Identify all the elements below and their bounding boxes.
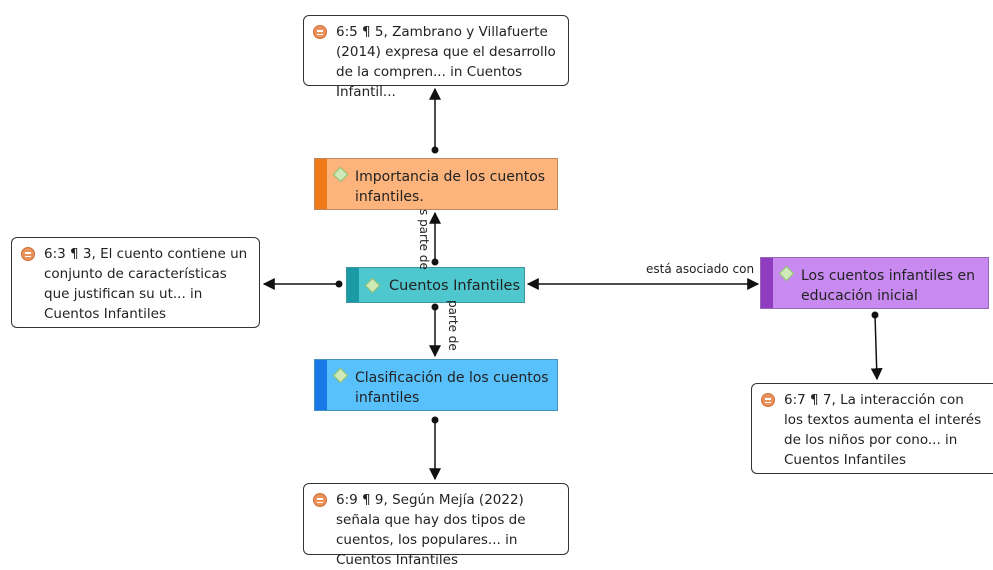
network-view: 6:5 ¶ 5, Zambrano y Villafuerte (2014) e… [11, 15, 993, 568]
quotation-document-icon [761, 393, 775, 407]
edge-dot [431, 416, 439, 424]
edge-dot [335, 280, 343, 288]
quotation-document-icon [313, 493, 327, 507]
quote-node-6-7[interactable]: 6:7 ¶ 7, La interacción con los textos a… [751, 383, 993, 474]
code-node-importancia[interactable]: Importancia de los cuentos infantiles. [314, 158, 558, 210]
edge-dot [431, 303, 439, 311]
code-node-clasificacion[interactable]: Clasificación de los cuentos infantiles [314, 359, 558, 411]
quote-text: 6:7 ¶ 7, La interacción con los textos a… [784, 392, 982, 468]
edge-label-asociado[interactable]: está asociado con [646, 262, 755, 276]
code-color-strip [347, 268, 359, 302]
quote-node-6-9[interactable]: 6:9 ¶ 9, Según Mejía (2022) señala que h… [303, 483, 569, 568]
quote-node-6-5[interactable]: 6:5 ¶ 5, Zambrano y Villafuerte (2014) e… [303, 15, 569, 100]
quote-node-6-3[interactable]: 6:3 ¶ 3, El cuento contiene un conjunto … [11, 237, 260, 328]
code-diamond-icon [332, 166, 349, 183]
code-color-strip [761, 258, 773, 308]
code-node-cuentos-infantiles[interactable]: Cuentos Infantiles [346, 267, 525, 303]
edge-dot [431, 258, 439, 266]
edge-educacion-to-quote-67 [870, 314, 883, 381]
code-color-strip [315, 360, 327, 410]
code-label: Los cuentos infantiles en educación inic… [801, 268, 975, 304]
code-diamond-icon [778, 265, 795, 282]
code-label: Importancia de los cuentos infantiles. [355, 169, 546, 205]
quote-text: 6:5 ¶ 5, Zambrano y Villafuerte (2014) e… [336, 24, 556, 100]
edge-label-parte-down[interactable]: parte de [446, 300, 460, 351]
quote-text: 6:9 ¶ 9, Según Mejía (2022) señala que h… [336, 492, 526, 568]
code-diamond-icon [332, 367, 349, 384]
code-label: Cuentos Infantiles [389, 278, 521, 294]
edge-dot [431, 146, 439, 154]
quotation-document-icon [21, 247, 35, 261]
code-diamond-icon [364, 277, 381, 294]
edge-label-parte-up[interactable]: s parte de [417, 209, 431, 270]
quotation-document-icon [313, 25, 327, 39]
code-label: Clasificación de los cuentos infantiles [355, 370, 549, 406]
edge-dot [871, 311, 879, 319]
code-node-educacion-inicial[interactable]: Los cuentos infantiles en educación inic… [760, 257, 989, 309]
quote-text: 6:3 ¶ 3, El cuento contiene un conjunto … [44, 246, 248, 322]
code-color-strip [315, 159, 327, 209]
